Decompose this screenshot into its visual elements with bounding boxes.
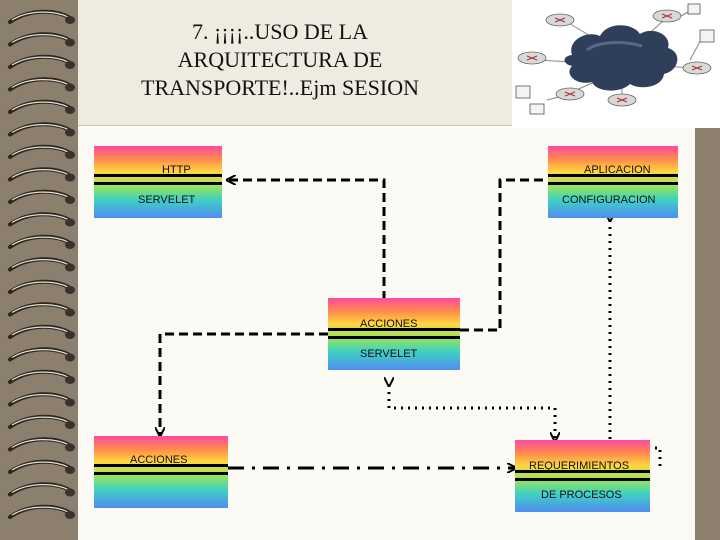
box-acciones-label: ACCIONES xyxy=(360,318,418,330)
box-servelet2-label: SERVELET xyxy=(360,348,418,360)
box-requerimientos-label: REQUERIMIENTOS xyxy=(529,460,630,472)
cloud-shape xyxy=(564,25,678,91)
box-acciones: ACCIONES xyxy=(94,436,228,508)
connector-servelet-requerimientos xyxy=(389,385,555,440)
box-requerimientos-procesos: REQUERIMIENTOS DE PROCESOS xyxy=(515,440,650,512)
box-http-servelet: HTTP SERVELET xyxy=(94,146,222,218)
network-cloud-icon xyxy=(512,0,720,128)
box-aplicacion-configuracion: APLICACION CONFIGURACION xyxy=(548,146,678,218)
box-aplicacion-label: APLICACION xyxy=(584,164,651,176)
box-http-label: HTTP xyxy=(162,164,191,176)
header-divider xyxy=(78,125,695,126)
connector-configuracion-requerimientos xyxy=(610,220,662,468)
spiral-binding-icon xyxy=(8,9,75,519)
slide-title: 7. ¡¡¡¡..USO DE LA ARQUITECTURA DE TRANS… xyxy=(141,19,419,100)
router-icon xyxy=(517,9,712,107)
computer-icon xyxy=(515,3,715,115)
connector-http-acciones xyxy=(228,180,386,300)
box-configuracion-label: CONFIGURACION xyxy=(562,194,656,206)
connector-servelet-acciones xyxy=(160,332,328,435)
box-acciones2-label: ACCIONES xyxy=(130,454,188,466)
box-acciones-servelet: ACCIONES SERVELET xyxy=(328,298,460,370)
connector-acciones-aplicacion xyxy=(460,178,548,332)
header-band xyxy=(78,0,515,125)
box-procesos-label: DE PROCESOS xyxy=(541,489,622,501)
box-servelet-label: SERVELET xyxy=(138,194,196,206)
